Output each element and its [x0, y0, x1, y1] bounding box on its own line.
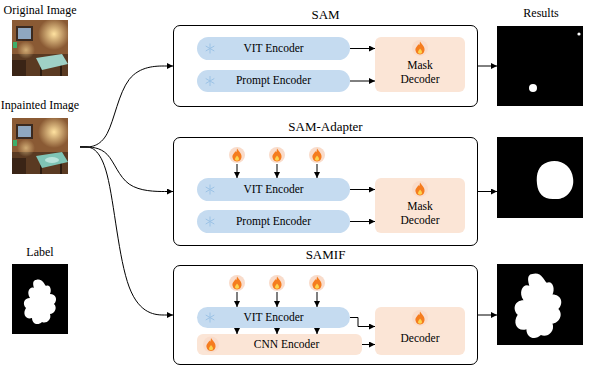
box-label: Mask Decoder	[392, 200, 448, 226]
heading: SAM	[174, 6, 477, 24]
encoder-box: VIT Encoder	[197, 37, 350, 60]
flow-arrow	[350, 318, 375, 327]
flow-arrow	[478, 315, 497, 316]
box-label: VIT Encoder	[243, 183, 303, 196]
flow-arrow	[350, 48, 375, 49]
box-label: Prompt Encoder	[236, 215, 311, 228]
status-icon	[412, 310, 428, 326]
box-label: CNN Encoder	[254, 338, 319, 351]
status-icon	[412, 181, 428, 197]
trainable-flame-icons	[229, 147, 325, 291]
heading: SAMIF	[174, 246, 477, 264]
box-label: Prompt Encoder	[236, 74, 311, 87]
encoder-box: Prompt Encoder	[197, 70, 350, 92]
heading: Results	[497, 6, 585, 20]
image-panel: Label	[0, 245, 80, 335]
result-mask	[497, 264, 583, 345]
box-label: Mask Decoder	[392, 59, 448, 85]
model-box: SAMIFVIT EncoderCNN EncoderDecoder	[173, 265, 478, 365]
box-label: VIT Encoder	[243, 311, 303, 324]
encoder-box: VIT Encoder	[197, 178, 350, 201]
result-mask	[497, 137, 583, 218]
flow-arrow	[478, 66, 497, 67]
model-box: SAM-AdapterVIT EncoderPrompt EncoderMask…	[173, 137, 478, 246]
flow-arrow	[80, 66, 173, 147]
status-icon	[203, 337, 219, 353]
status-icon	[206, 185, 215, 195]
result-mask	[497, 26, 583, 106]
encoder-box: CNN Encoder	[197, 334, 362, 355]
decoder-box: Mask Decoder	[375, 37, 465, 92]
flow-arrow	[350, 81, 375, 82]
image-panel: Inpainted Image	[0, 98, 80, 176]
encoder-box: VIT Encoder	[197, 307, 350, 328]
flow-arrow	[362, 344, 375, 345]
status-icon	[375, 307, 465, 355]
flow-arrow	[80, 147, 173, 315]
heading: SAM-Adapter	[174, 118, 477, 136]
heading: Inpainted Image	[0, 98, 80, 112]
heading: Label	[0, 245, 80, 259]
flow-arrow	[350, 189, 375, 190]
status-icon	[206, 44, 215, 54]
status-icon	[206, 313, 215, 323]
status-icon	[206, 76, 215, 86]
results-panel: Results	[497, 6, 585, 346]
status-icon	[412, 40, 428, 56]
box-label: VIT Encoder	[243, 42, 303, 55]
image-panel: Original Image	[0, 3, 80, 76]
box-label: Decoder	[392, 332, 448, 345]
label-mask	[12, 264, 68, 334]
encoder-box: Prompt Encoder	[197, 210, 350, 233]
model-box: SAMVIT EncoderPrompt EncoderMask Decoder	[173, 25, 478, 107]
flow-arrow	[350, 221, 375, 222]
original-photo	[12, 18, 70, 76]
decoder-box: Decoder	[375, 307, 465, 355]
heading: Original Image	[0, 3, 80, 17]
flow-arrow	[478, 191, 497, 192]
decoder-box: Mask Decoder	[375, 178, 465, 233]
status-icon	[206, 217, 215, 227]
inpainted-photo	[12, 116, 70, 174]
flow-arrow	[80, 147, 173, 192]
